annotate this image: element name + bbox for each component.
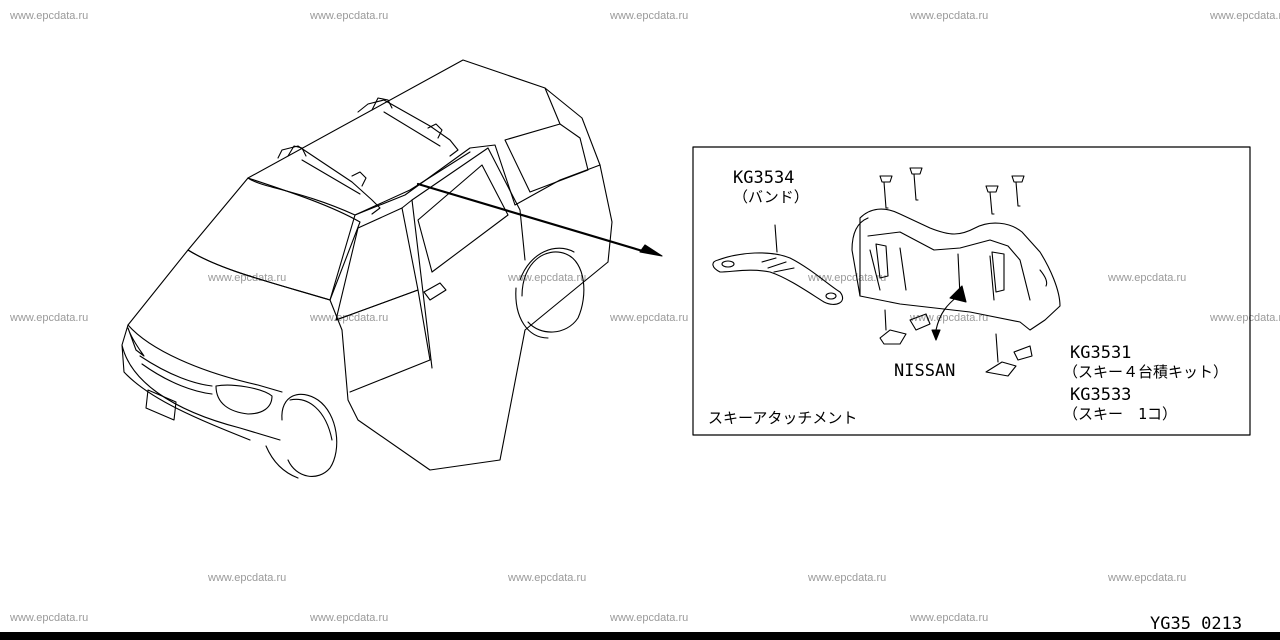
- watermark: www.epcdata.ru: [508, 572, 587, 584]
- band-part-number: KG3534: [733, 168, 795, 188]
- page-code: YG35 0213: [1150, 614, 1243, 634]
- ski-attachment-part: [851, 167, 1061, 377]
- ski-attachment-caption: スキーアタッチメント: [708, 409, 858, 427]
- watermark: www.epcdata.ru: [10, 10, 89, 22]
- van-windshield: [187, 177, 361, 301]
- watermark: www.epcdata.ru: [1210, 10, 1280, 22]
- van-front-door-window: [335, 207, 419, 321]
- van-sliding-door: [411, 147, 526, 261]
- van-door-handle: [423, 282, 447, 301]
- watermark: www.epcdata.ru: [1108, 272, 1187, 284]
- van-side: [329, 144, 601, 301]
- van-license-plate: [145, 389, 177, 421]
- watermark: www.epcdata.ru: [610, 312, 689, 324]
- van-headlight-left: [127, 327, 145, 357]
- watermark: www.epcdata.ru: [808, 572, 887, 584]
- van-roof-rack-rear: [357, 99, 459, 157]
- van-illustration: [121, 59, 613, 479]
- van-rear-window: [504, 123, 589, 193]
- band-part: [712, 224, 844, 305]
- van-front-door: [335, 289, 431, 393]
- bottom-bar: [0, 632, 1280, 640]
- van-sliding-door-window: [417, 164, 509, 273]
- van-bumper: [121, 324, 281, 441]
- van-headlight-right: [215, 384, 273, 415]
- kit4-part-name: （スキー４台積キット）: [1063, 363, 1229, 381]
- watermark: www.epcdata.ru: [808, 272, 887, 284]
- van-roof-rack-front: [277, 145, 381, 215]
- leader-arrow: [416, 182, 648, 254]
- watermark: www.epcdata.ru: [208, 572, 287, 584]
- watermark: www.epcdata.ru: [610, 612, 689, 624]
- watermark: www.epcdata.ru: [610, 10, 689, 22]
- watermark: www.epcdata.ru: [1210, 312, 1280, 324]
- kit4-part-number: KG3531: [1070, 343, 1132, 363]
- watermark: www.epcdata.ru: [310, 612, 389, 624]
- kit1-part-number: KG3533: [1070, 385, 1132, 405]
- watermark: www.epcdata.ru: [910, 312, 989, 324]
- van-rear-wheel: [521, 251, 585, 333]
- brand-label: NISSAN: [894, 361, 956, 381]
- band-part-name: （バンド）: [733, 188, 809, 206]
- van-grille: [139, 355, 213, 395]
- watermark: www.epcdata.ru: [10, 612, 89, 624]
- detail-box: [692, 146, 1251, 436]
- watermark: www.epcdata.ru: [910, 612, 989, 624]
- watermark: www.epcdata.ru: [10, 312, 89, 324]
- watermark: www.epcdata.ru: [310, 312, 389, 324]
- watermark: www.epcdata.ru: [910, 10, 989, 22]
- watermark: www.epcdata.ru: [310, 10, 389, 22]
- kit1-part-name: （スキー 1コ）: [1063, 405, 1178, 423]
- van-hood: [127, 249, 343, 331]
- watermark: www.epcdata.ru: [508, 272, 587, 284]
- watermark: www.epcdata.ru: [1108, 572, 1187, 584]
- van-roof: [247, 59, 613, 263]
- van-front-wheel: [281, 393, 338, 477]
